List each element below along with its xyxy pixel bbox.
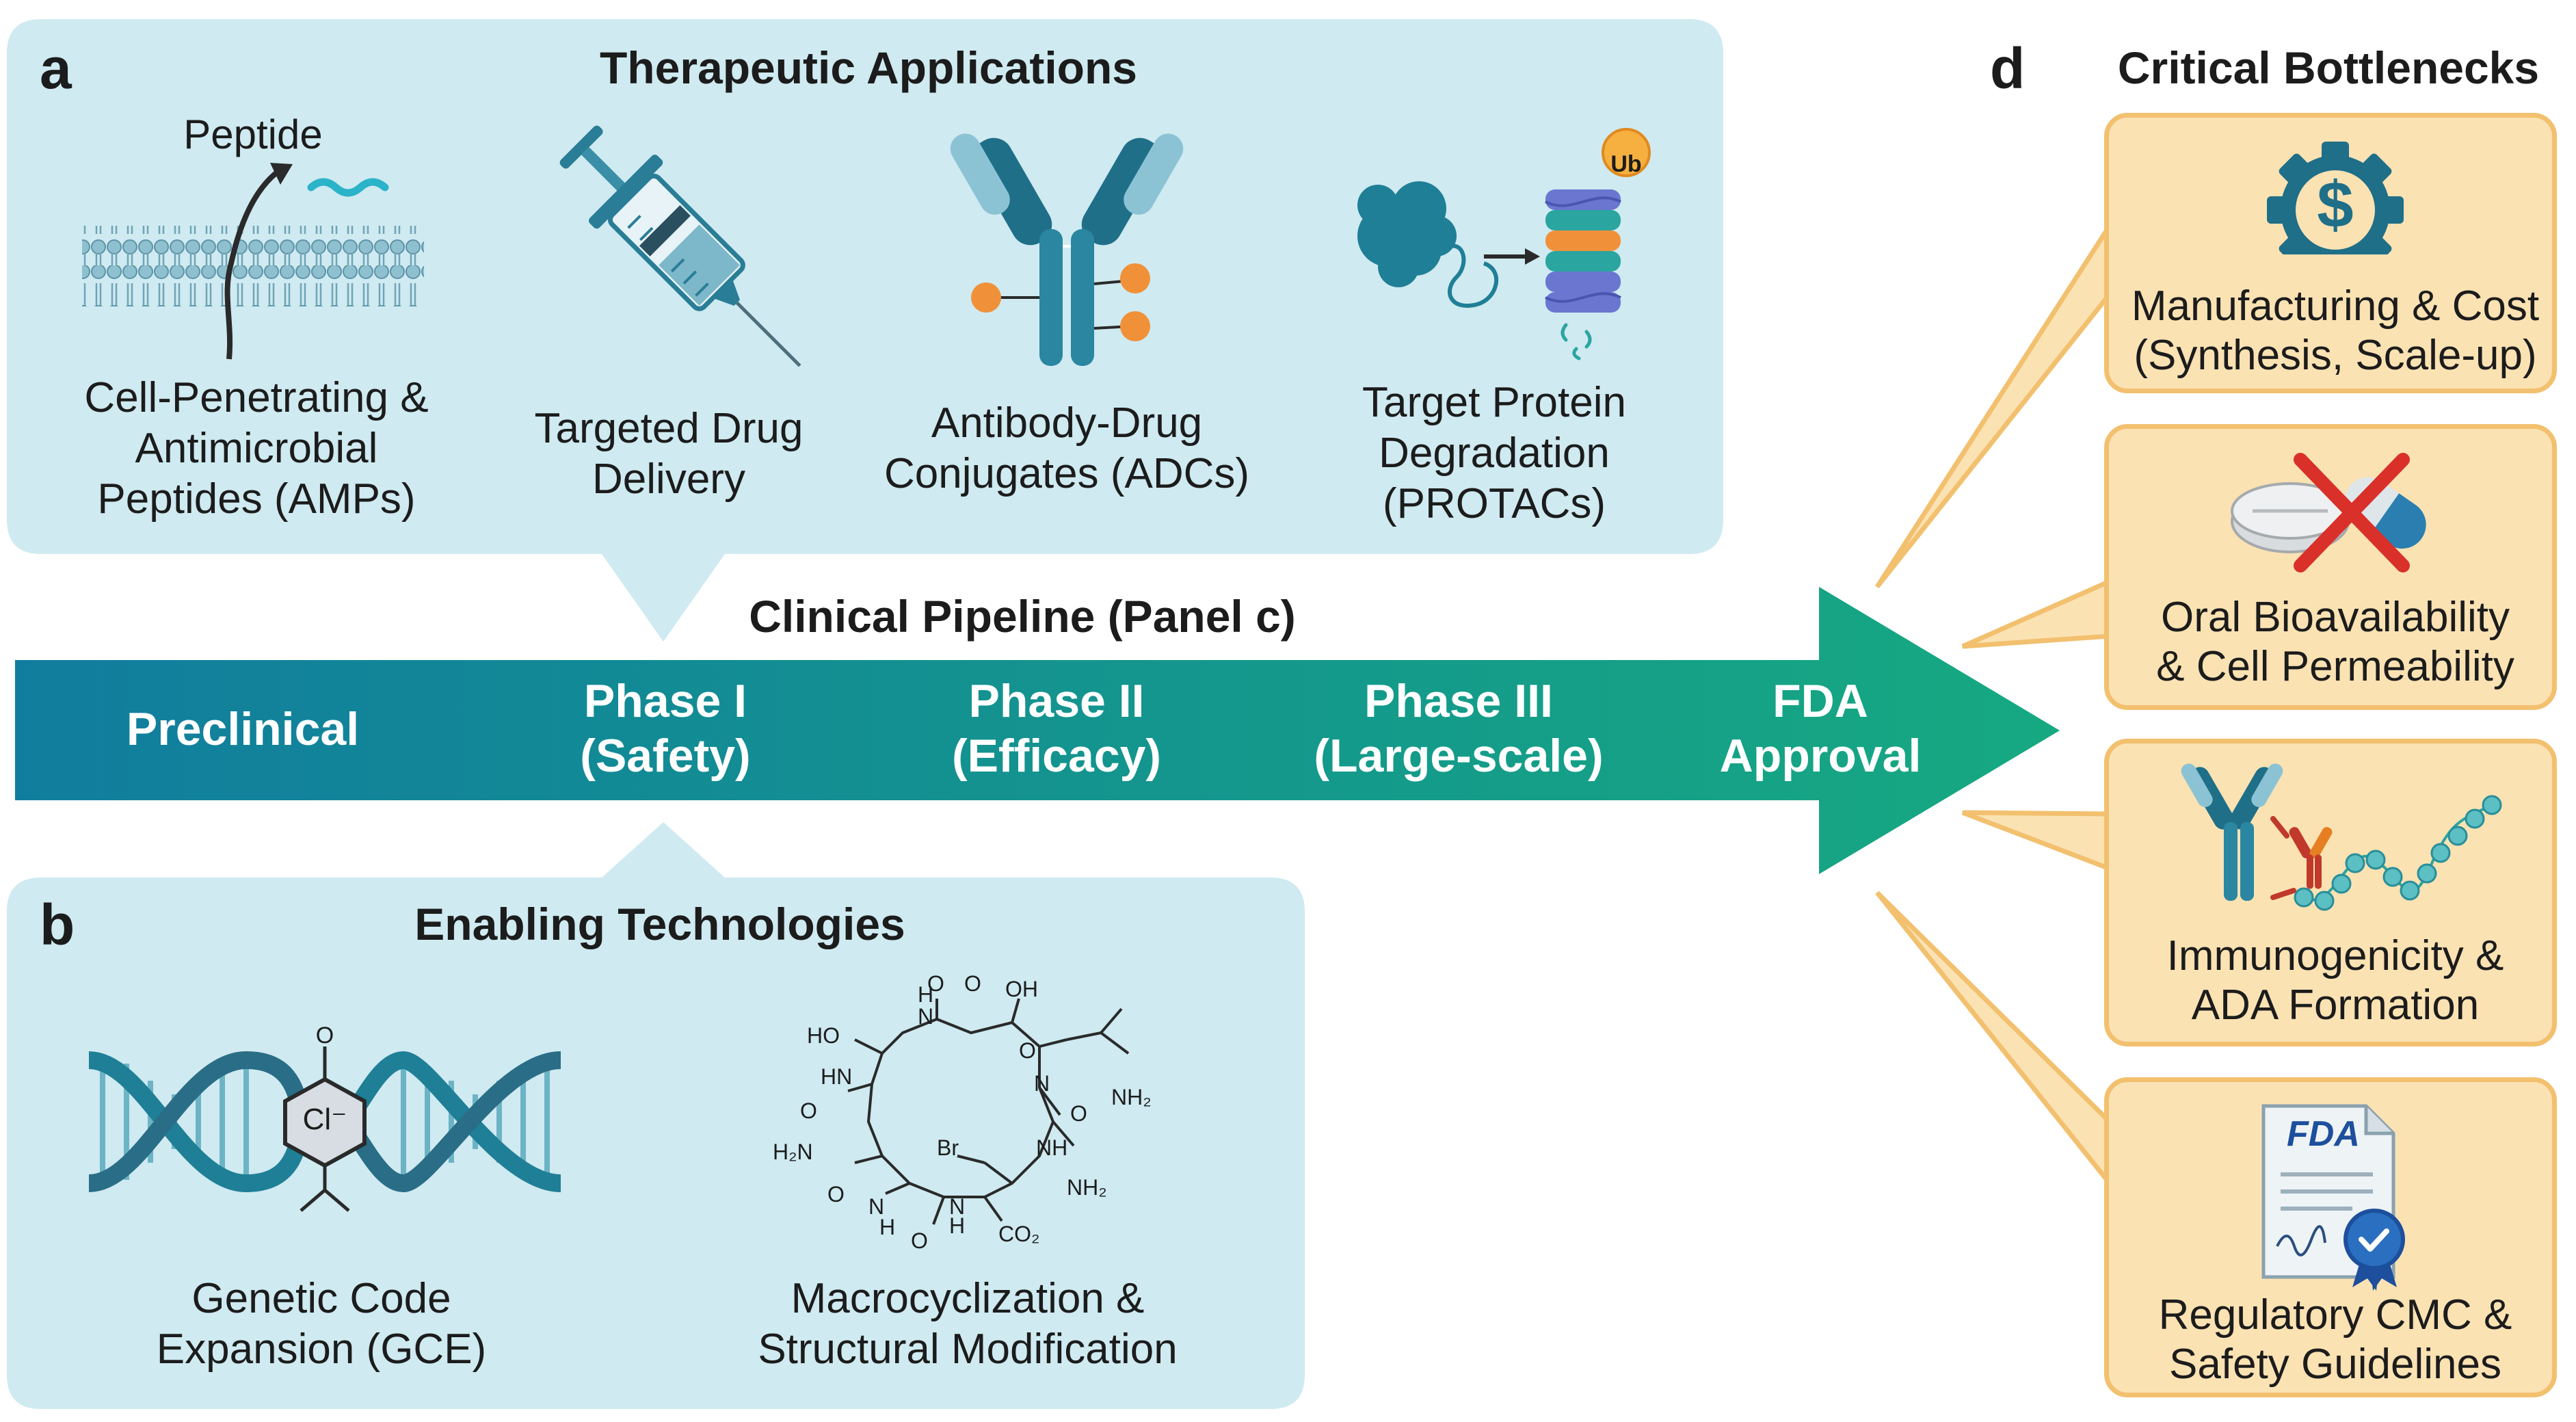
atom-h1: H: [918, 982, 934, 1007]
stage-phase-1: Phase I (Safety): [580, 675, 751, 782]
macrocyclization-label: Macrocyclization & Structural Modificati…: [758, 1275, 1178, 1373]
atom-o6: O: [827, 1182, 845, 1207]
atom-nh2b: NH₂: [1067, 1175, 1107, 1200]
targeted-drug-delivery-label: Targeted Drug Delivery: [534, 405, 804, 503]
stage-fda-approval: FDA Approval: [1719, 675, 1922, 782]
chloride-label: Cl⁻: [302, 1103, 347, 1136]
atom-o2: O: [964, 971, 981, 996]
panel-b-background: [7, 822, 1305, 1409]
antibody-drug-conjugate-icon: [950, 133, 1184, 366]
protac-label: Target Protein Degradation (PROTACs): [1362, 379, 1626, 527]
panel-a-title: Therapeutic Applications: [599, 42, 1138, 93]
bottleneck-callouts: [1875, 218, 2112, 1190]
bottleneck-manufacturing-label: Manufacturing & Cost (Synthesis, Scale-u…: [2131, 282, 2540, 379]
dna-oxygen-label: O: [315, 1023, 334, 1049]
pipeline-title: Clinical Pipeline (Panel c): [749, 591, 1296, 642]
atom-o5: O: [1070, 1101, 1087, 1126]
bottleneck-immunogenicity: Immunogenicity & ADA Formation: [2104, 739, 2557, 1046]
dollar-sign: $: [2317, 168, 2354, 241]
atom-h3: H: [949, 1213, 966, 1238]
bottleneck-manufacturing: $ Manufacturing & Cost (Synthesis, Scale…: [2104, 113, 2557, 393]
atom-co2: CO₂: [998, 1222, 1040, 1246]
panel-d-letter: d: [1990, 36, 2026, 101]
dna-helix-icon: [88, 1046, 562, 1212]
bottleneck-regulatory-label: Regulatory CMC & Safety Guidelines: [2158, 1291, 2512, 1388]
atom-o7: O: [911, 1228, 928, 1253]
atom-hn: HN: [821, 1064, 853, 1089]
atom-br: Br: [937, 1135, 959, 1160]
atom-h2n: H₂N: [773, 1140, 813, 1164]
atom-o4: O: [800, 1098, 817, 1123]
gce-label: Genetic Code Expansion (GCE): [156, 1275, 487, 1373]
stage-phase-2: Phase II (Efficacy): [951, 675, 1162, 782]
macrocycle-atom-labels: O H N O OH HO O HN N O O NH₂ H₂N NH Br O…: [766, 958, 1176, 1279]
stage-preclinical: Preclinical: [126, 703, 360, 755]
atom-n3: N: [868, 1194, 885, 1219]
panel-a-letter: a: [40, 36, 72, 101]
adc-label: Antibody-Drug Conjugates (ADCs): [884, 399, 1250, 497]
fda-document-icon: [2261, 1104, 2405, 1291]
atom-n4: N: [949, 1194, 966, 1219]
bottleneck-oral-bioavailability-label: Oral Bioavailability & Cell Permeability: [2156, 594, 2514, 690]
atom-nh2a: NH₂: [1111, 1085, 1152, 1109]
panel-a-background: [7, 19, 1723, 642]
stage-phase-3: Phase III (Large-scale): [1314, 675, 1604, 782]
atom-o1: O: [927, 971, 944, 996]
atom-ho: HO: [807, 1023, 840, 1048]
panel-d-title: Critical Bottlenecks: [2117, 42, 2540, 93]
bottleneck-oral-bioavailability: Oral Bioavailability & Cell Permeability: [2104, 424, 2557, 710]
fda-logo-text: FDA: [2287, 1114, 2360, 1154]
atom-oh: OH: [1005, 977, 1038, 1001]
antibody-peptide-chain-icon: [2181, 763, 2502, 911]
bottleneck-regulatory: FDA Regulatory CMC & Safety Guidelines: [2104, 1077, 2557, 1397]
peptide-label: Peptide: [183, 111, 323, 157]
bottleneck-immunogenicity-label: Immunogenicity & ADA Formation: [2166, 932, 2504, 1029]
atom-n1: N: [918, 1004, 934, 1029]
atom-nh: NH: [1036, 1135, 1068, 1160]
amp-label: Cell-Penetrating & Antimicrobial Peptide…: [84, 374, 429, 523]
crossed-pills-icon: [2231, 453, 2426, 572]
atom-h2: H: [879, 1215, 896, 1239]
atom-n2: N: [1034, 1071, 1050, 1096]
syringe-icon: [559, 125, 801, 367]
gear-dollar-icon: [2250, 142, 2421, 272]
proteasome-degradation-icon: [1357, 128, 1651, 360]
panel-b-letter: b: [40, 893, 75, 957]
cell-membrane-peptide-icon: [82, 163, 424, 360]
panel-b-title: Enabling Technologies: [414, 899, 905, 949]
ubiquitin-label: Ub: [1610, 151, 1642, 177]
macrocycle-structure-icon: [847, 998, 1130, 1225]
atom-o3: O: [1019, 1038, 1036, 1063]
